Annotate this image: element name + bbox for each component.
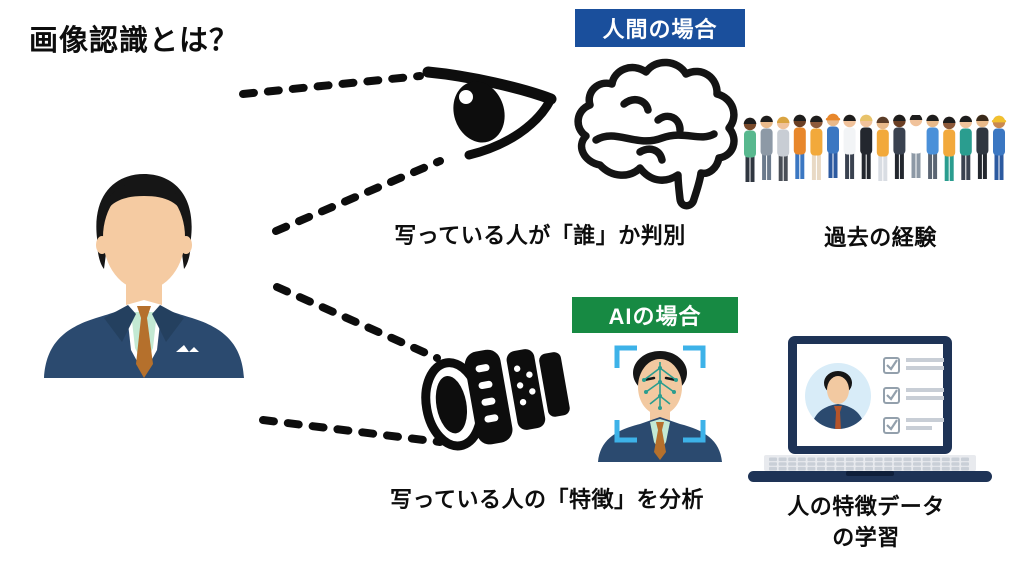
- ai-knowledge-caption: 人の特徴データ の学習: [760, 491, 972, 553]
- detection-frame: [614, 345, 706, 443]
- page-title: 画像認識とは？: [29, 25, 240, 57]
- crowd-person: [825, 113, 841, 178]
- crowd-person: [743, 117, 757, 182]
- face-mesh-nodes: [642, 366, 678, 410]
- face-detection-illustration: [598, 345, 722, 462]
- crowd-illustration: [743, 105, 1007, 182]
- crowd-person: [793, 114, 806, 179]
- crowd-person: [926, 114, 939, 179]
- human-knowledge-caption: 過去の経験: [824, 225, 937, 250]
- human-process-caption: 写っている人が「誰」か判別: [394, 223, 686, 248]
- businessman-illustration: [44, 174, 244, 378]
- sightline-eye-bottom: [272, 157, 444, 235]
- eye-icon: [422, 66, 557, 160]
- camera-lens-icon: [421, 349, 570, 451]
- human-case-badge: 人間の場合: [575, 9, 745, 47]
- ai-process-caption: 写っている人の「特徴」を分析: [390, 487, 704, 512]
- ai-case-badge-label: AIの場合: [608, 304, 702, 329]
- sightline-eye-top: [239, 72, 424, 98]
- checklist: [883, 357, 944, 434]
- crowd-person: [976, 114, 989, 179]
- crowd-person: [777, 116, 790, 181]
- ai-knowledge-line1: 人の特徴データ: [787, 494, 945, 519]
- laptop-illustration: [748, 336, 992, 482]
- crowd-person: [860, 114, 873, 179]
- crowd-person: [909, 105, 923, 178]
- keyboard-keys: [769, 457, 969, 471]
- sightline-camera-top: [273, 283, 441, 362]
- crowd-person: [876, 116, 889, 181]
- avatar: [810, 371, 866, 429]
- ai-case-badge: AIの場合: [572, 297, 738, 333]
- crowd-person: [843, 114, 856, 179]
- crowd-person: [810, 115, 823, 180]
- crowd-person: [760, 115, 773, 180]
- crowd-person: [959, 115, 972, 180]
- human-case-badge-label: 人間の場合: [602, 17, 718, 42]
- crowd-person: [991, 115, 1007, 180]
- dotted-sightlines: [239, 72, 444, 446]
- crowd-person: [943, 116, 956, 181]
- ai-knowledge-line2: の学習: [832, 525, 900, 550]
- crowd-person: [893, 114, 906, 179]
- brain-icon: [574, 58, 738, 210]
- sightline-camera-bottom: [259, 416, 444, 446]
